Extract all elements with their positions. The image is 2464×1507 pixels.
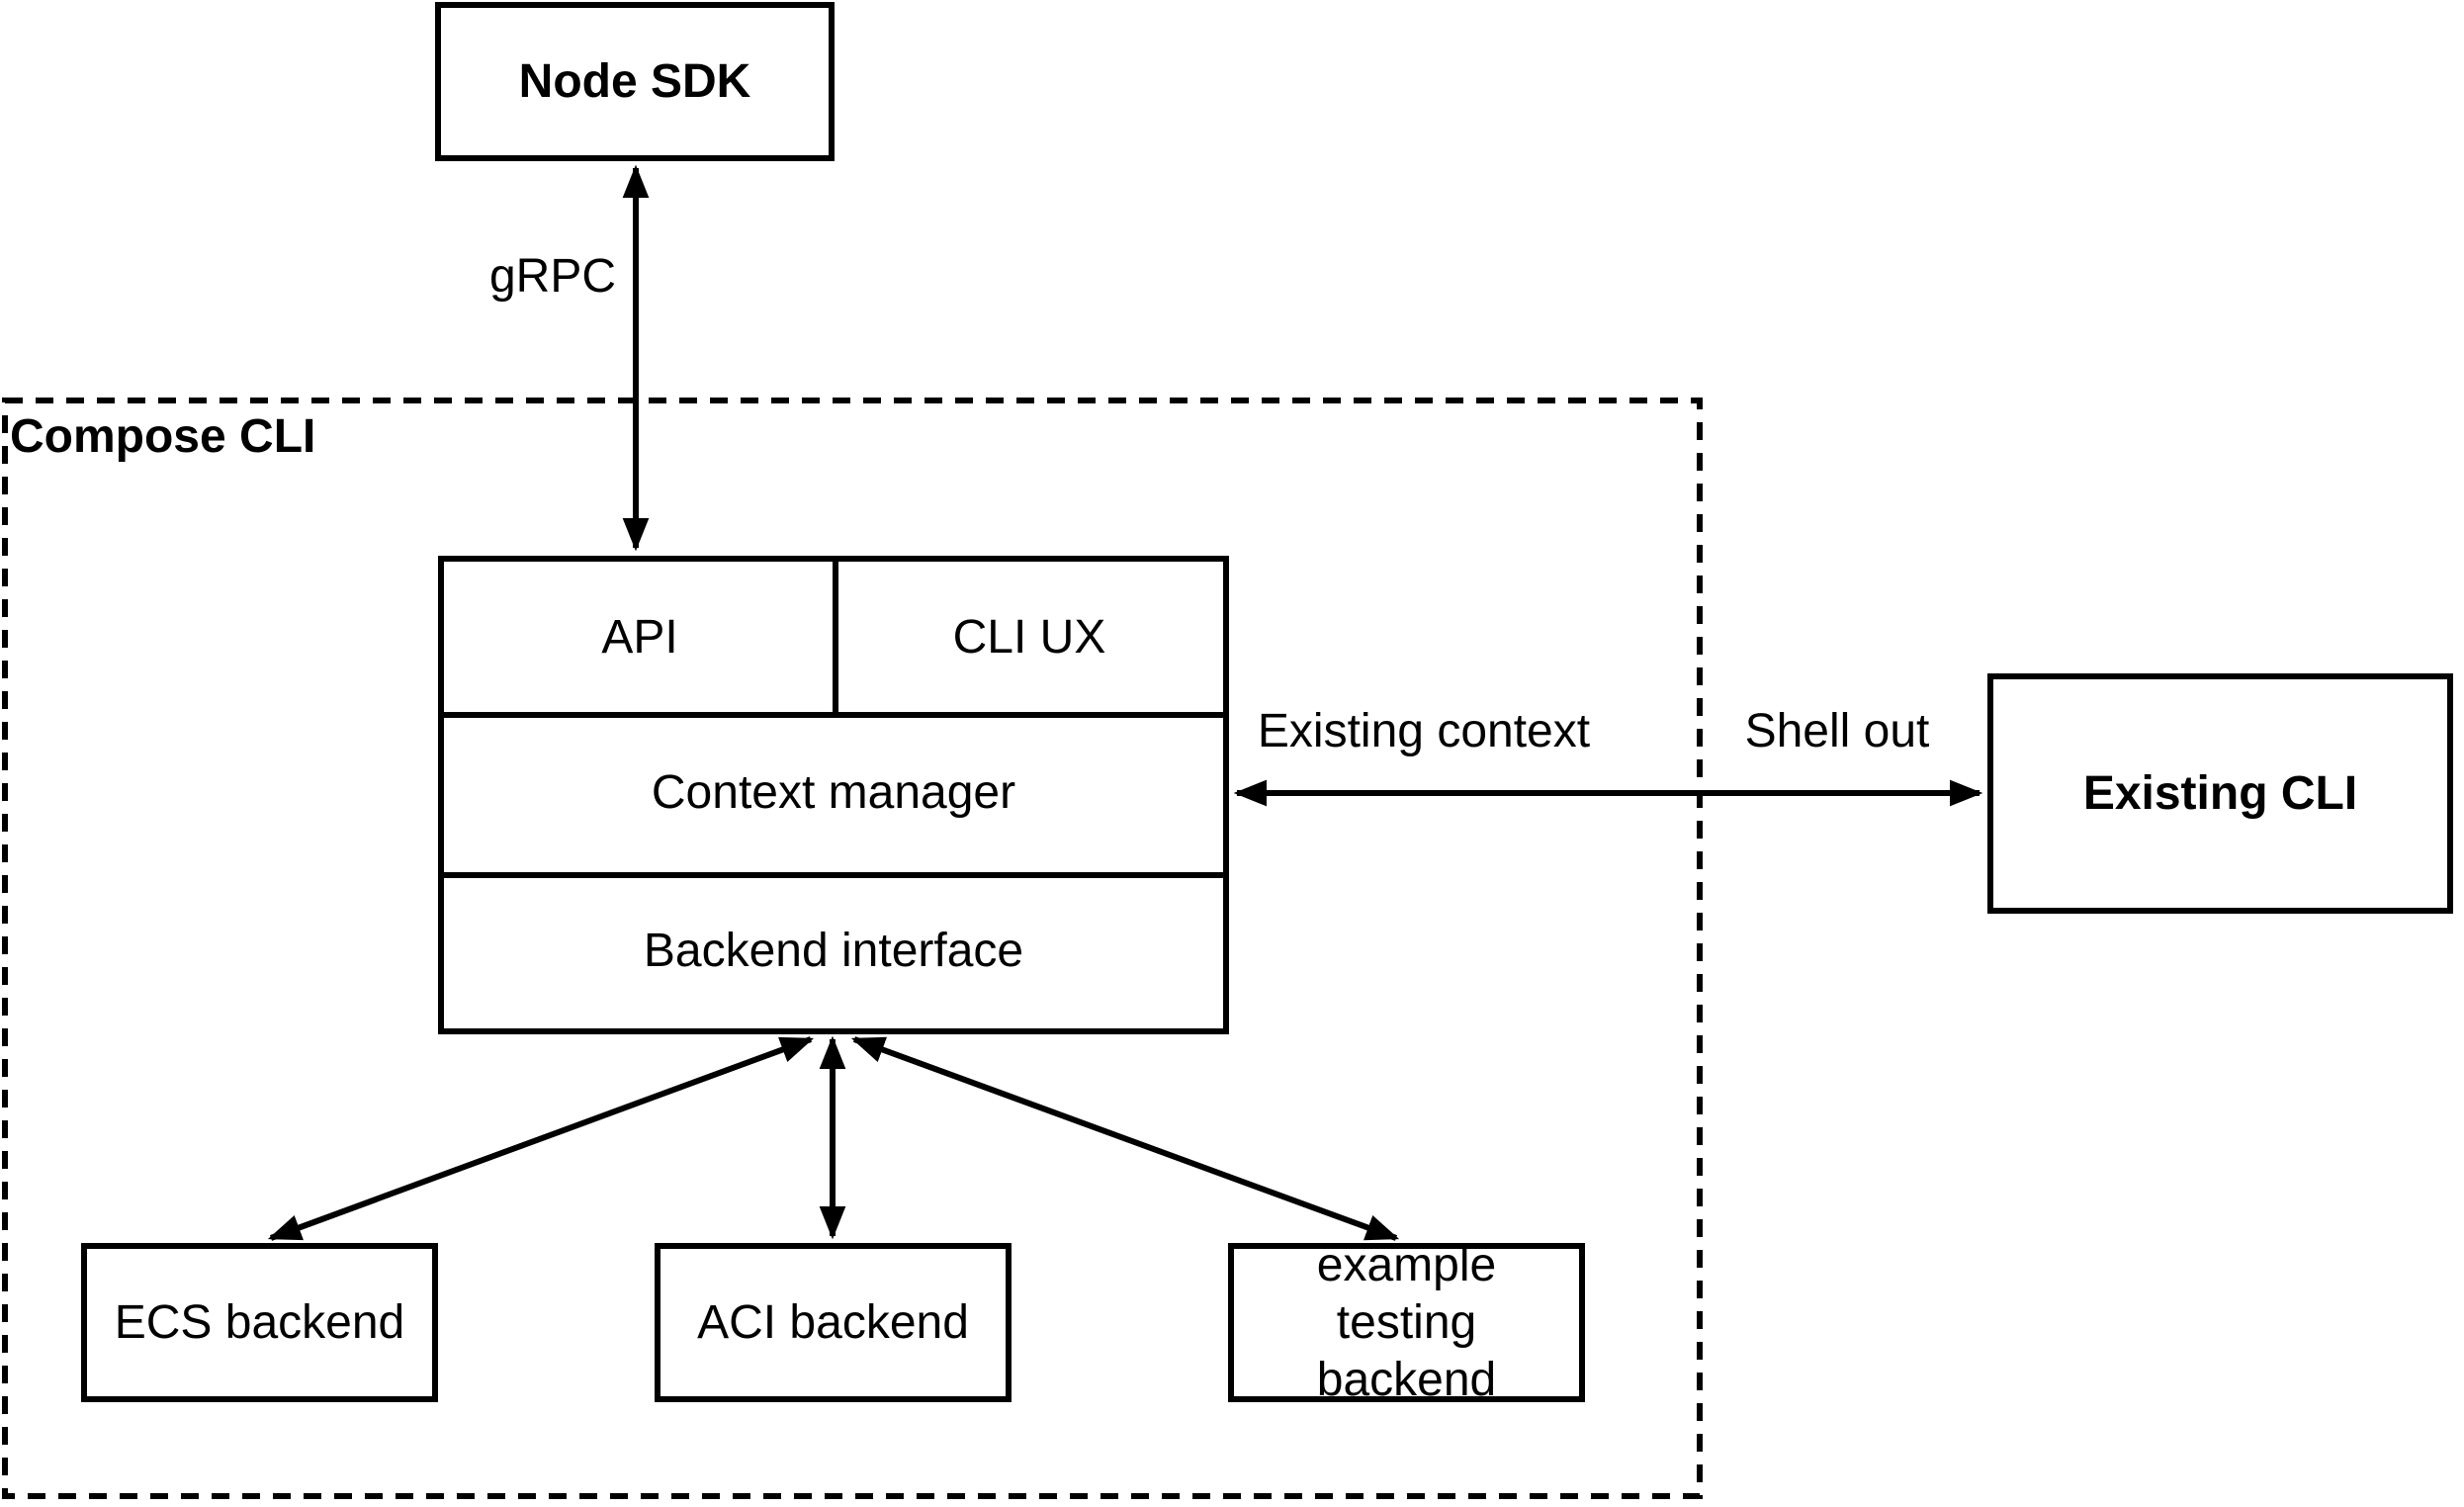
grpc-edge-label: gRPC xyxy=(488,250,616,303)
aci-backend-box: ACI backend xyxy=(655,1243,1012,1402)
example-testing-backend-box: example testing backend xyxy=(1228,1239,1585,1406)
context-manager-cell: Context manager xyxy=(444,712,1223,872)
backend-interface-label: Backend interface xyxy=(643,924,1024,977)
existing-context-edge-label: Existing context xyxy=(1257,705,1591,757)
example-testing-backend-label: example testing backend xyxy=(1316,1238,1497,1406)
api-label: API xyxy=(601,610,678,664)
compose-cli-group-boundary xyxy=(2,398,1703,1499)
row-divider-2 xyxy=(444,872,1223,878)
existing-cli-box: Existing CLI xyxy=(1987,673,2453,914)
ecs-backend-label: ECS backend xyxy=(114,1295,405,1349)
cli-ux-label: CLI UX xyxy=(952,610,1106,664)
ecs-backend-box: ECS backend xyxy=(81,1243,438,1402)
compose-cli-group-label: Compose CLI xyxy=(10,410,316,463)
backend-interface-cell: Backend interface xyxy=(444,872,1223,1028)
context-manager-label: Context manager xyxy=(651,765,1016,819)
api-cell: API xyxy=(444,562,836,712)
example-backend-connector xyxy=(850,1036,1400,1241)
existing-cli-label: Existing CLI xyxy=(2082,766,2358,820)
row-divider-1 xyxy=(444,712,1223,718)
ecs-backend-connector xyxy=(267,1036,815,1241)
cli-ux-cell: CLI UX xyxy=(836,562,1223,712)
compose-core-box: API CLI UX Context manager Backend inter… xyxy=(438,556,1229,1034)
node-sdk-label: Node SDK xyxy=(518,54,751,108)
aci-backend-label: ACI backend xyxy=(697,1295,969,1349)
node-sdk-box: Node SDK xyxy=(435,2,835,161)
api-cliux-divider xyxy=(833,562,838,712)
shell-out-edge-label: Shell out xyxy=(1744,705,1930,757)
